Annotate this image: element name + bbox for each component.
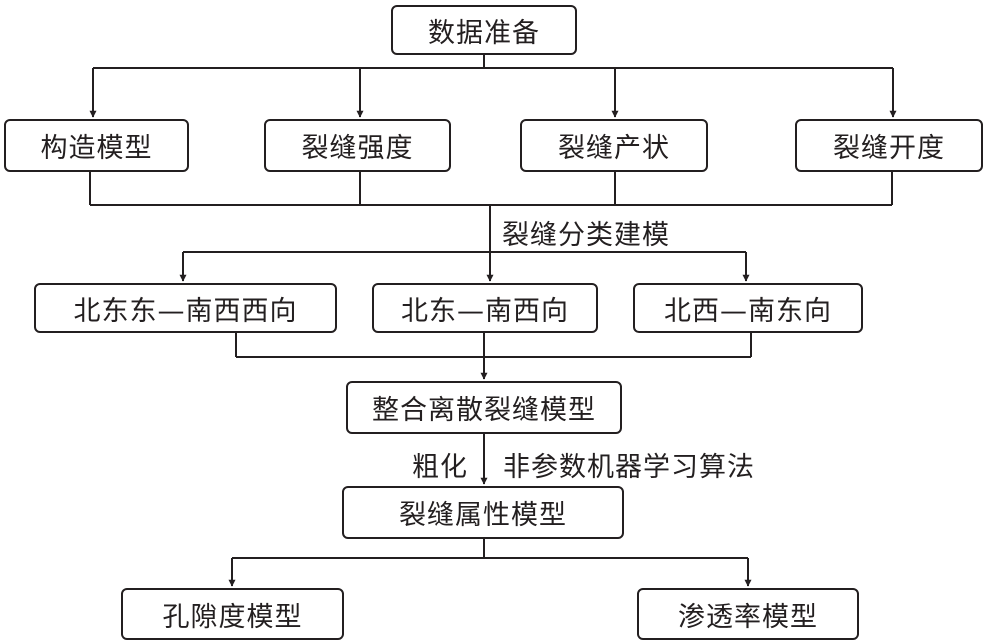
label-classified-modeling: 裂缝分类建模 [502, 220, 670, 251]
node-ne-sw: 北东—南西向 [372, 283, 598, 333]
node-fracture-property-model: 裂缝属性模型 [342, 486, 624, 539]
node-fracture-attitude: 裂缝产状 [520, 119, 708, 172]
node-nw-se: 北西—南东向 [633, 283, 863, 333]
node-permeability-model: 渗透率模型 [637, 588, 859, 640]
node-integrated-dfn: 整合离散裂缝模型 [346, 381, 622, 434]
node-fracture-aperture: 裂缝开度 [795, 119, 983, 172]
node-nee-ssw: 北东东—南西西向 [34, 283, 337, 333]
node-data-preparation: 数据准备 [391, 5, 577, 55]
node-porosity-model: 孔隙度模型 [121, 588, 344, 640]
node-fracture-intensity: 裂缝强度 [264, 119, 451, 172]
node-structure-model: 构造模型 [4, 119, 189, 172]
label-nonparametric-ml: 非参数机器学习算法 [503, 452, 755, 483]
label-upscaling: 粗化 [412, 452, 468, 483]
